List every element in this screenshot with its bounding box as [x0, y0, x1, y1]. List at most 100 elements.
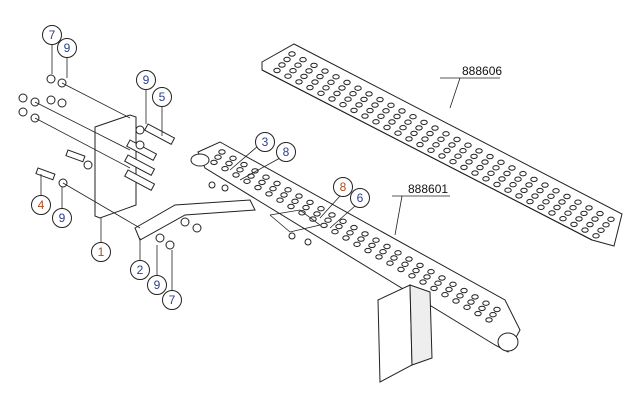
- plate-hole: [426, 130, 434, 137]
- plate-hole: [372, 119, 380, 125]
- plate-hole: [278, 62, 286, 68]
- plate-hole: [306, 84, 314, 91]
- plate-hole: [366, 107, 374, 114]
- plate-hole: [487, 170, 495, 177]
- plate-hole: [361, 231, 369, 237]
- plate-hole: [386, 260, 394, 266]
- plate-hole: [415, 125, 423, 131]
- plate-hole: [394, 130, 402, 136]
- plate-hole: [273, 180, 281, 187]
- plate-hole: [410, 130, 418, 137]
- plate-hole: [454, 153, 462, 159]
- plate-hole: [294, 62, 302, 68]
- plate-hole: [474, 310, 482, 317]
- plate-hole: [552, 188, 560, 194]
- plate-hole: [519, 171, 527, 177]
- plate-hole: [236, 167, 244, 173]
- plate-hole: [542, 199, 550, 205]
- plate-hole: [376, 96, 384, 103]
- plate-hole: [445, 286, 453, 293]
- plate-hole: [364, 247, 372, 254]
- plate-hole: [342, 235, 350, 241]
- part-number-888601: 888601: [408, 182, 449, 196]
- plate-hole: [298, 210, 306, 216]
- plate-hole: [453, 136, 461, 143]
- callout-1: 1: [91, 242, 111, 262]
- plate-hole: [210, 159, 218, 166]
- callout-7: 7: [162, 290, 182, 310]
- plate-hole: [361, 113, 369, 119]
- plate-hole: [320, 222, 328, 229]
- plate-hole: [597, 227, 605, 234]
- plate-hole: [299, 57, 307, 63]
- plate-hole: [338, 85, 346, 91]
- plate-hole: [553, 204, 561, 211]
- plate-hole: [229, 155, 237, 162]
- plate-hole: [460, 287, 468, 294]
- part-number-888606: 888606: [462, 64, 503, 78]
- plate-hole: [607, 216, 615, 223]
- plate-hole: [514, 176, 522, 182]
- plate-hole: [284, 187, 292, 193]
- plate-hole: [377, 113, 385, 120]
- plate-hole: [218, 149, 226, 155]
- plate-hole: [438, 153, 446, 159]
- plate-hole: [387, 102, 395, 109]
- callout-9: 9: [57, 38, 77, 58]
- plate-hole: [397, 266, 405, 273]
- plate-hole: [243, 178, 251, 185]
- plate-hole: [405, 136, 413, 142]
- plate-hole: [305, 68, 313, 74]
- plate-hole: [287, 203, 295, 210]
- plate-hole: [225, 160, 233, 167]
- plate-hole: [350, 107, 358, 114]
- plate-hole: [478, 305, 486, 312]
- plate-hole: [431, 125, 439, 131]
- plate-hole: [306, 199, 314, 206]
- plate-hole: [531, 193, 539, 199]
- plate-hole: [339, 218, 347, 225]
- plate-hole: [575, 216, 583, 222]
- plate-hole: [276, 197, 284, 203]
- callout-2: 2: [130, 260, 150, 280]
- callout-6: 6: [350, 188, 370, 208]
- plate-hole: [354, 85, 362, 91]
- plate-hole: [375, 254, 383, 260]
- plate-hole: [432, 142, 440, 148]
- plate-hole: [372, 237, 380, 243]
- plate-hole: [570, 221, 578, 228]
- plate-hole: [574, 199, 582, 205]
- plate-hole: [476, 164, 484, 171]
- plate-hole: [383, 243, 391, 250]
- plate-hole: [420, 119, 428, 126]
- plate-hole: [427, 147, 435, 154]
- plate-hole: [313, 211, 321, 217]
- plate-hole: [251, 168, 259, 174]
- plate-hole: [460, 164, 468, 171]
- plate-hole: [346, 230, 354, 236]
- plate-hole: [353, 241, 361, 248]
- plate-hole: [291, 198, 299, 205]
- plate-hole: [360, 96, 368, 103]
- plate-hole: [596, 210, 604, 217]
- plate-hole: [388, 119, 396, 125]
- plate-hole: [591, 216, 599, 222]
- plate-hole: [423, 274, 431, 280]
- plate-hole: [541, 182, 549, 188]
- plate-hole: [515, 193, 523, 199]
- support-arm: [134, 199, 256, 241]
- plate-hole: [503, 170, 511, 177]
- plate-hole: [497, 159, 505, 166]
- plate-hole: [393, 113, 401, 120]
- plate-hole: [508, 165, 516, 171]
- plate-hole: [382, 108, 390, 114]
- plate-hole: [456, 293, 464, 299]
- plate-hole: [379, 249, 387, 255]
- plate-hole: [365, 91, 373, 97]
- plate-hole: [485, 317, 493, 323]
- plate-hole: [371, 102, 379, 108]
- plate-hole: [520, 187, 528, 194]
- plate-hole: [416, 262, 424, 269]
- callout-8: 8: [276, 142, 296, 162]
